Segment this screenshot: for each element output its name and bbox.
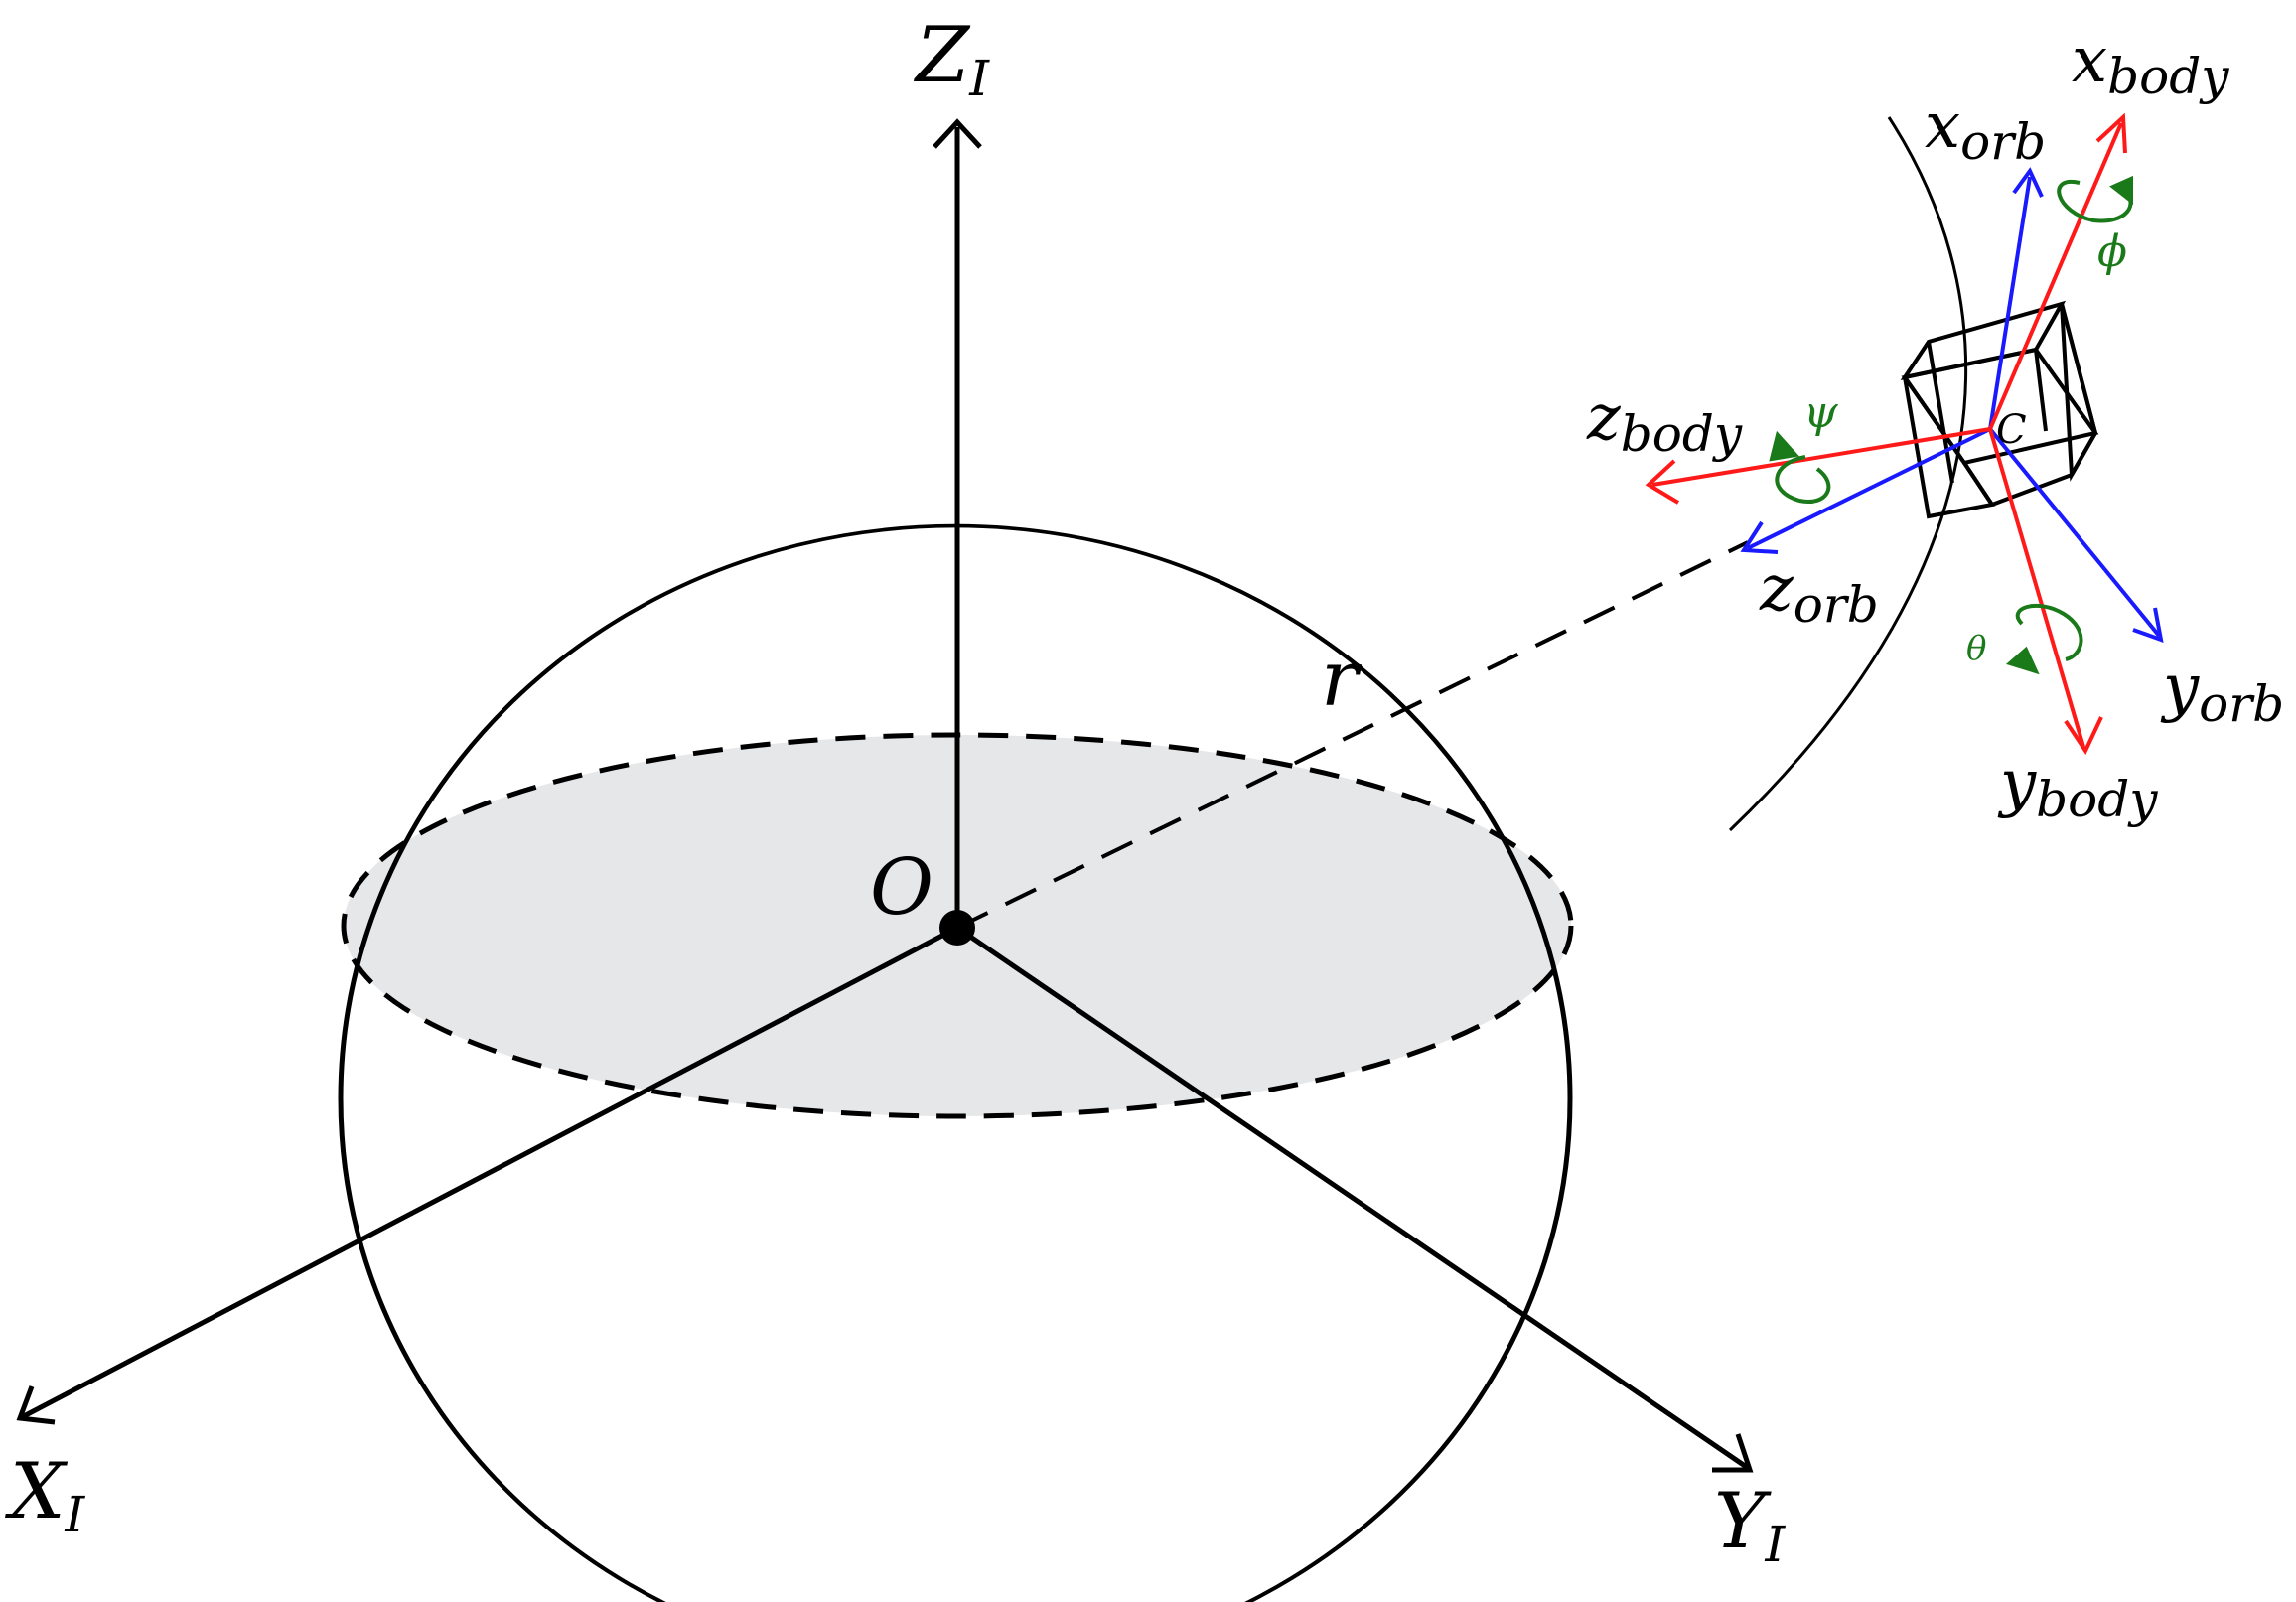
- pitch-rotation-arrowhead: [2005, 646, 2040, 675]
- z-body-arrowhead: [1645, 459, 1680, 505]
- yaw-rotation-arrow: [1775, 455, 1831, 504]
- y-inertial-label: YI: [1714, 1477, 1787, 1573]
- rotation-arrows: [1769, 175, 2133, 675]
- z-body-axis: [1651, 427, 1991, 487]
- x-body-arrowhead: [2095, 112, 2127, 154]
- y-orb-label: yorb: [2160, 652, 2284, 733]
- y-body-arrowhead: [2064, 716, 2103, 756]
- y-body-label: ybody: [1997, 747, 2158, 828]
- body-frame: [1645, 112, 2127, 756]
- pitch-rotation-arrow: [2015, 604, 2083, 661]
- z-orb-arrowhead: [1740, 520, 1779, 554]
- x-orb-axis: [1988, 176, 2032, 430]
- z-inertial-arrowhead: [933, 118, 982, 149]
- z-inertial-label: ZI: [913, 11, 990, 107]
- x-body-label: xbody: [2072, 24, 2229, 105]
- origin-label: O: [870, 843, 933, 933]
- pitch-angle-label: θ: [1966, 629, 1986, 668]
- x-orb-label: xorb: [1925, 89, 2046, 171]
- satellite-cube: [1900, 300, 2099, 519]
- x-inertial-label: XI: [4, 1447, 86, 1543]
- orbit-path: [1728, 116, 1968, 832]
- orbital-frame: [1740, 167, 2164, 644]
- x-body-axis: [1988, 122, 2123, 430]
- y-orb-arrowhead: [2132, 607, 2164, 644]
- satellite-center-label: C: [1996, 407, 2027, 453]
- y-orb-axis: [1988, 427, 2161, 638]
- x-orb-arrowhead: [2012, 167, 2044, 198]
- radius-label: r: [1321, 635, 1363, 724]
- yaw-rotation-arrowhead: [1769, 430, 1799, 462]
- z-body-label: zbody: [1586, 381, 1743, 463]
- z-orb-axis: [1747, 427, 1991, 550]
- y-body-axis: [1988, 428, 2085, 748]
- y-inertial-axis: [955, 925, 1750, 1471]
- origin-point: [939, 910, 975, 946]
- y-inertial-arrowhead: [1712, 1433, 1754, 1473]
- x-inertial-axis: [20, 925, 959, 1420]
- radius-line: [956, 540, 1749, 930]
- roll-angle-label: ϕ: [2097, 226, 2127, 277]
- roll-rotation-arrowhead: [2109, 175, 2133, 206]
- yaw-angle-label: ψ: [1803, 387, 1838, 438]
- roll-rotation-arrow: [2057, 179, 2133, 223]
- z-orb-label: zorb: [1759, 552, 1879, 634]
- x-inertial-arrowhead: [16, 1385, 56, 1425]
